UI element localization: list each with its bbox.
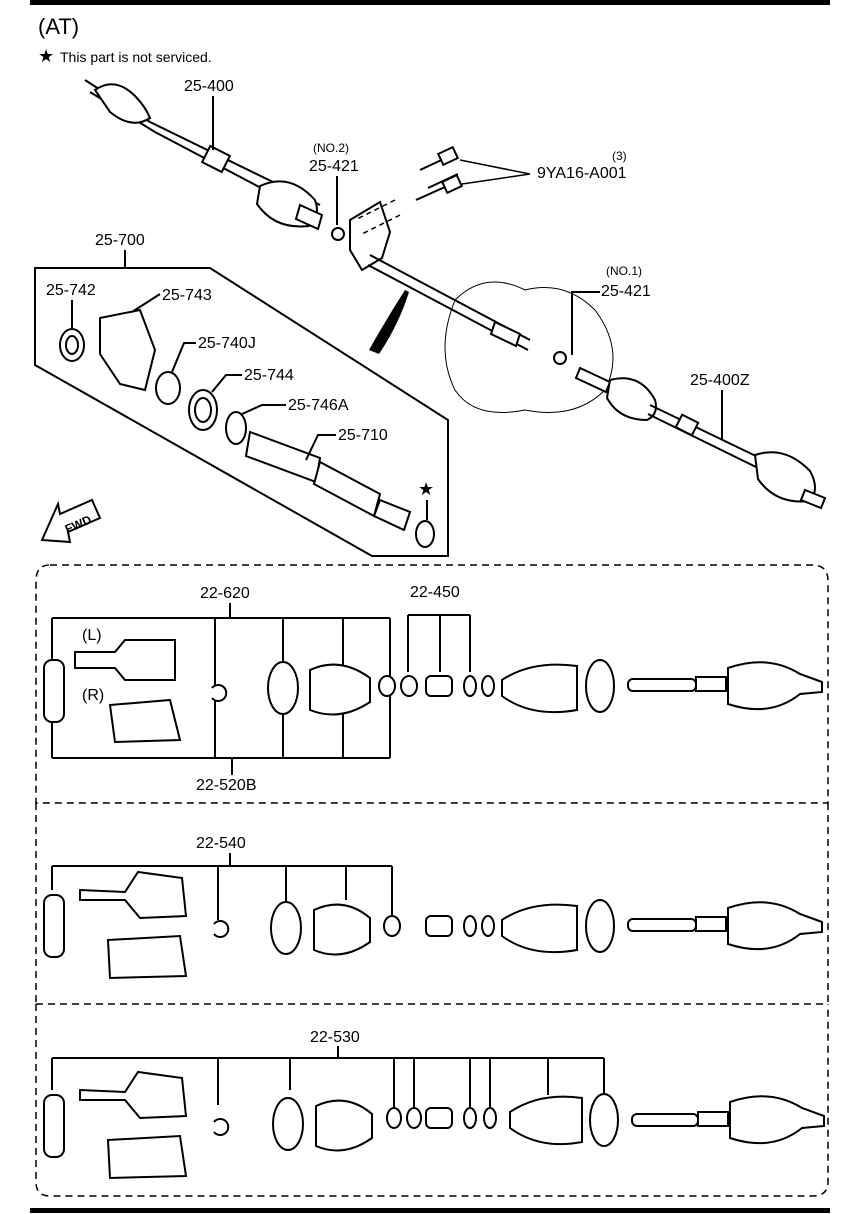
star-icon: ★ [418,479,434,499]
leader-line [459,159,531,185]
clip-no2-tag: (NO.2) [313,141,349,155]
seal-label: 25-742 [46,282,96,299]
seal-2-label: 25-744 [244,367,294,384]
shaft-left-label: 25-400 [184,78,234,95]
drive-shaft-left [84,79,324,231]
boot-kit-parts-1 [43,639,823,744]
kit-bracket-lines [51,1046,605,1110]
shaft-right-label: 25-400Z [690,372,750,389]
boot-kit-parts-2 [43,870,823,980]
boot-kit-top-label: 22-620 [200,585,250,602]
leader-line [171,342,196,373]
joint-shaft-parts [59,308,435,548]
transmission-outline [444,281,614,413]
boot-kit-lower-label: 22-530 [310,1029,360,1046]
boot-kit-parts-3 [43,1070,825,1180]
boot-kit-panel-3 [35,1004,829,1197]
joint-shaft-assy-label: 25-700 [95,232,145,249]
leader-line [305,434,336,461]
direction-arrow-icon [369,290,409,354]
left-side-label: (L) [82,627,102,644]
star-icon: ★ [38,46,54,66]
leader-line [571,291,600,355]
kit-bracket-lines [51,853,393,920]
boot-kit-bottom-label: 22-520B [196,777,257,794]
right-side-label: (R) [82,687,104,704]
bottom-border [30,1208,830,1213]
boot-kit-mid-label: 22-540 [196,835,246,852]
clip-no1-label: 25-421 [601,283,651,300]
bolt-label: 9YA16-A001 [537,165,627,182]
bracket-label: 25-743 [162,287,212,304]
bolt-qty-label: (3) [612,149,627,163]
clip-no1-tag: (NO.1) [606,264,642,278]
bearing-label: 25-740J [198,335,256,352]
kit-bracket-lines [407,614,471,672]
clip-no2-part [331,227,345,241]
joint-shaft-label: 25-710 [338,427,388,444]
leader-line [131,293,161,313]
clamp-kit-label: 22-450 [410,584,460,601]
fwd-arrow-icon: FWD [40,498,102,544]
leader-line [211,374,242,393]
drive-shaft-right [574,366,827,510]
joint-shaft-group-box [34,267,449,557]
snap-ring-label: 25-746A [288,397,349,414]
clip-no2-label: 25-421 [309,158,359,175]
variant-label: (AT) [38,14,79,39]
not-serviced-note: This part is not serviced. [60,49,212,65]
clip-no1-part [553,351,567,365]
dashed-guide [354,199,401,236]
leader-line [241,404,286,415]
bracket-assembly [349,145,531,351]
top-border [30,0,830,5]
